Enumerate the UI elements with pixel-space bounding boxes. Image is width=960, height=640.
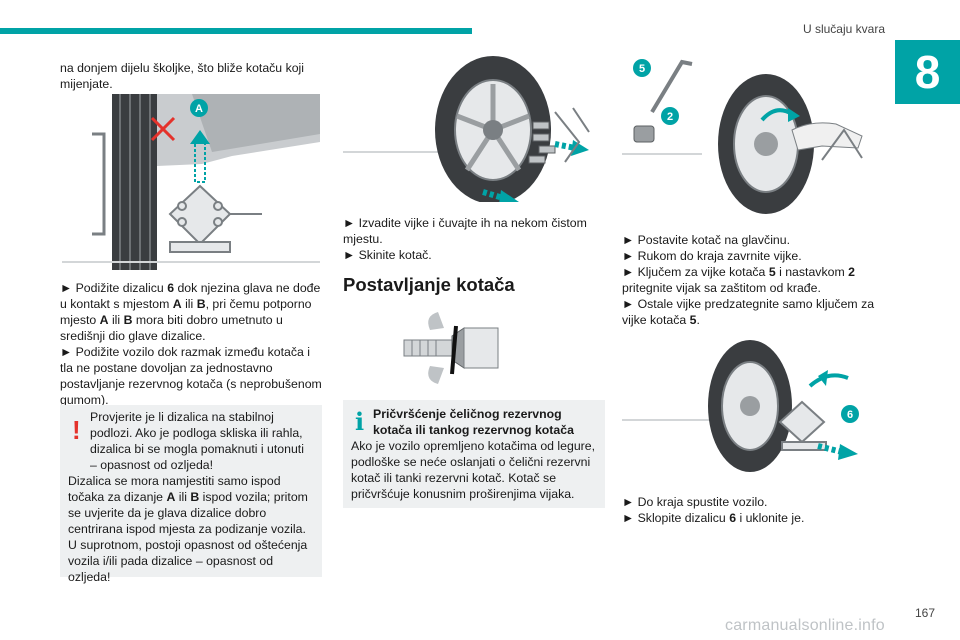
jack-under-sill-illustration: A xyxy=(62,94,320,270)
info-icon: i xyxy=(355,407,365,436)
label-6: 6 xyxy=(847,409,853,421)
header-accent-bar xyxy=(0,28,472,34)
label-2: 2 xyxy=(667,111,673,123)
col3-steps-bottom: ► Do kraja spustite vozilo. ► Sklopite d… xyxy=(622,495,805,525)
watermark: carmanualsonline.info xyxy=(725,617,885,634)
section-title: Postavljanje kotača xyxy=(343,274,515,295)
col1-intro: na donjem dijelu školjke, što bliže kota… xyxy=(60,61,305,91)
col3-steps-top: ► Postavite kotač na glavčinu. ► Rukom d… xyxy=(622,233,875,327)
warning-box: ! Provjerite je li dizalica na stabilnoj… xyxy=(60,405,322,584)
col1-steps: ► Podižite dizalicu 6 dok njezina glava … xyxy=(60,281,322,407)
label-5: 5 xyxy=(639,63,645,75)
col2-steps: ► Izvadite vijke i čuvajte ih na nekom č… xyxy=(343,216,587,262)
wheel-refit-illustration: 5 2 xyxy=(622,50,884,220)
conical-bolt-illustration xyxy=(398,306,508,390)
label-a: A xyxy=(195,103,203,115)
warning-icon: ! xyxy=(72,415,81,445)
chapter-title: U slučaju kvara xyxy=(802,22,885,36)
info-box: i Pričvršćenje čeličnog rezervnog kotača… xyxy=(343,400,605,508)
chapter-number-badge: 8 xyxy=(895,40,960,104)
page-number: 167 xyxy=(914,606,935,620)
wheel-bolts-removal-illustration xyxy=(343,52,605,202)
lowering-vehicle-illustration: 6 xyxy=(622,330,884,480)
